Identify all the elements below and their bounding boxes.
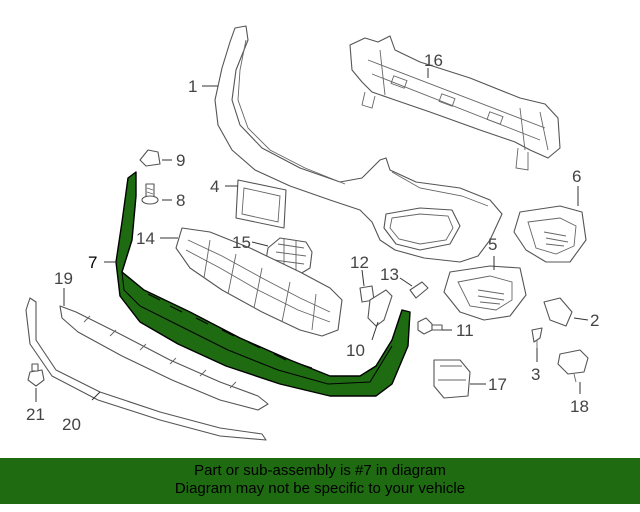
part-13-fastener	[409, 281, 429, 299]
banner-line-2: Diagram may not be specific to your vehi…	[174, 480, 466, 497]
part-1-bumper-cover	[214, 25, 503, 263]
part-4-license-bracket	[235, 179, 287, 229]
part-7-lower-cover-highlighted	[115, 171, 411, 397]
callout-17: 17	[488, 375, 507, 394]
parts-diagram: 1 2 3 4 5 6 7 8 9 10 11 12 13 14 15 16 1…	[25, 25, 599, 441]
callout-2: 2	[590, 311, 599, 330]
callout-12: 12	[350, 253, 369, 272]
part-2-bracket	[543, 297, 573, 327]
leader-lines	[35, 68, 589, 402]
callout-1: 1	[188, 77, 197, 96]
part-20-trim-strip	[25, 297, 267, 441]
part-5-fog-bezel-left	[443, 265, 527, 321]
part-8-screw	[141, 183, 159, 205]
callout-19: 19	[54, 269, 73, 288]
callout-labels: 1 2 3 4 5 6 7 8 9 10 11 12 13 14 15 16 1…	[26, 51, 599, 434]
callout-7: 7	[88, 253, 97, 272]
callout-3: 3	[531, 365, 540, 384]
callout-18: 18	[570, 397, 589, 416]
part-10-bracket	[367, 289, 393, 327]
callout-13: 13	[380, 265, 399, 284]
part-14-grille	[175, 227, 343, 337]
callout-11: 11	[456, 321, 474, 340]
callout-8: 8	[176, 191, 185, 210]
part-6-fog-bezel-right	[513, 205, 587, 263]
callout-5: 5	[488, 235, 497, 254]
banner-line-1: Part or sub-assembly is #7 in diagram	[194, 462, 446, 479]
callout-4: 4	[210, 177, 219, 196]
part-3-clip	[531, 327, 543, 348]
callout-15: 15	[232, 233, 251, 252]
part-18-sensor	[557, 349, 589, 383]
part-21-push-clip	[27, 363, 45, 387]
callout-21: 21	[26, 405, 45, 424]
part-17-module	[433, 359, 471, 399]
callout-14: 14	[136, 229, 155, 248]
callout-10: 10	[346, 341, 365, 360]
part-9-clip	[139, 149, 161, 167]
part-11-bolt	[417, 317, 443, 335]
part-19-molding	[59, 305, 269, 411]
part-16-reinforcement-beam	[349, 35, 561, 171]
callout-16: 16	[424, 51, 443, 70]
callout-6: 6	[572, 167, 581, 186]
callout-9: 9	[176, 151, 185, 170]
callout-20: 20	[62, 415, 81, 434]
part-info-banner: Part or sub-assembly is #7 in diagram Di…	[0, 458, 640, 504]
